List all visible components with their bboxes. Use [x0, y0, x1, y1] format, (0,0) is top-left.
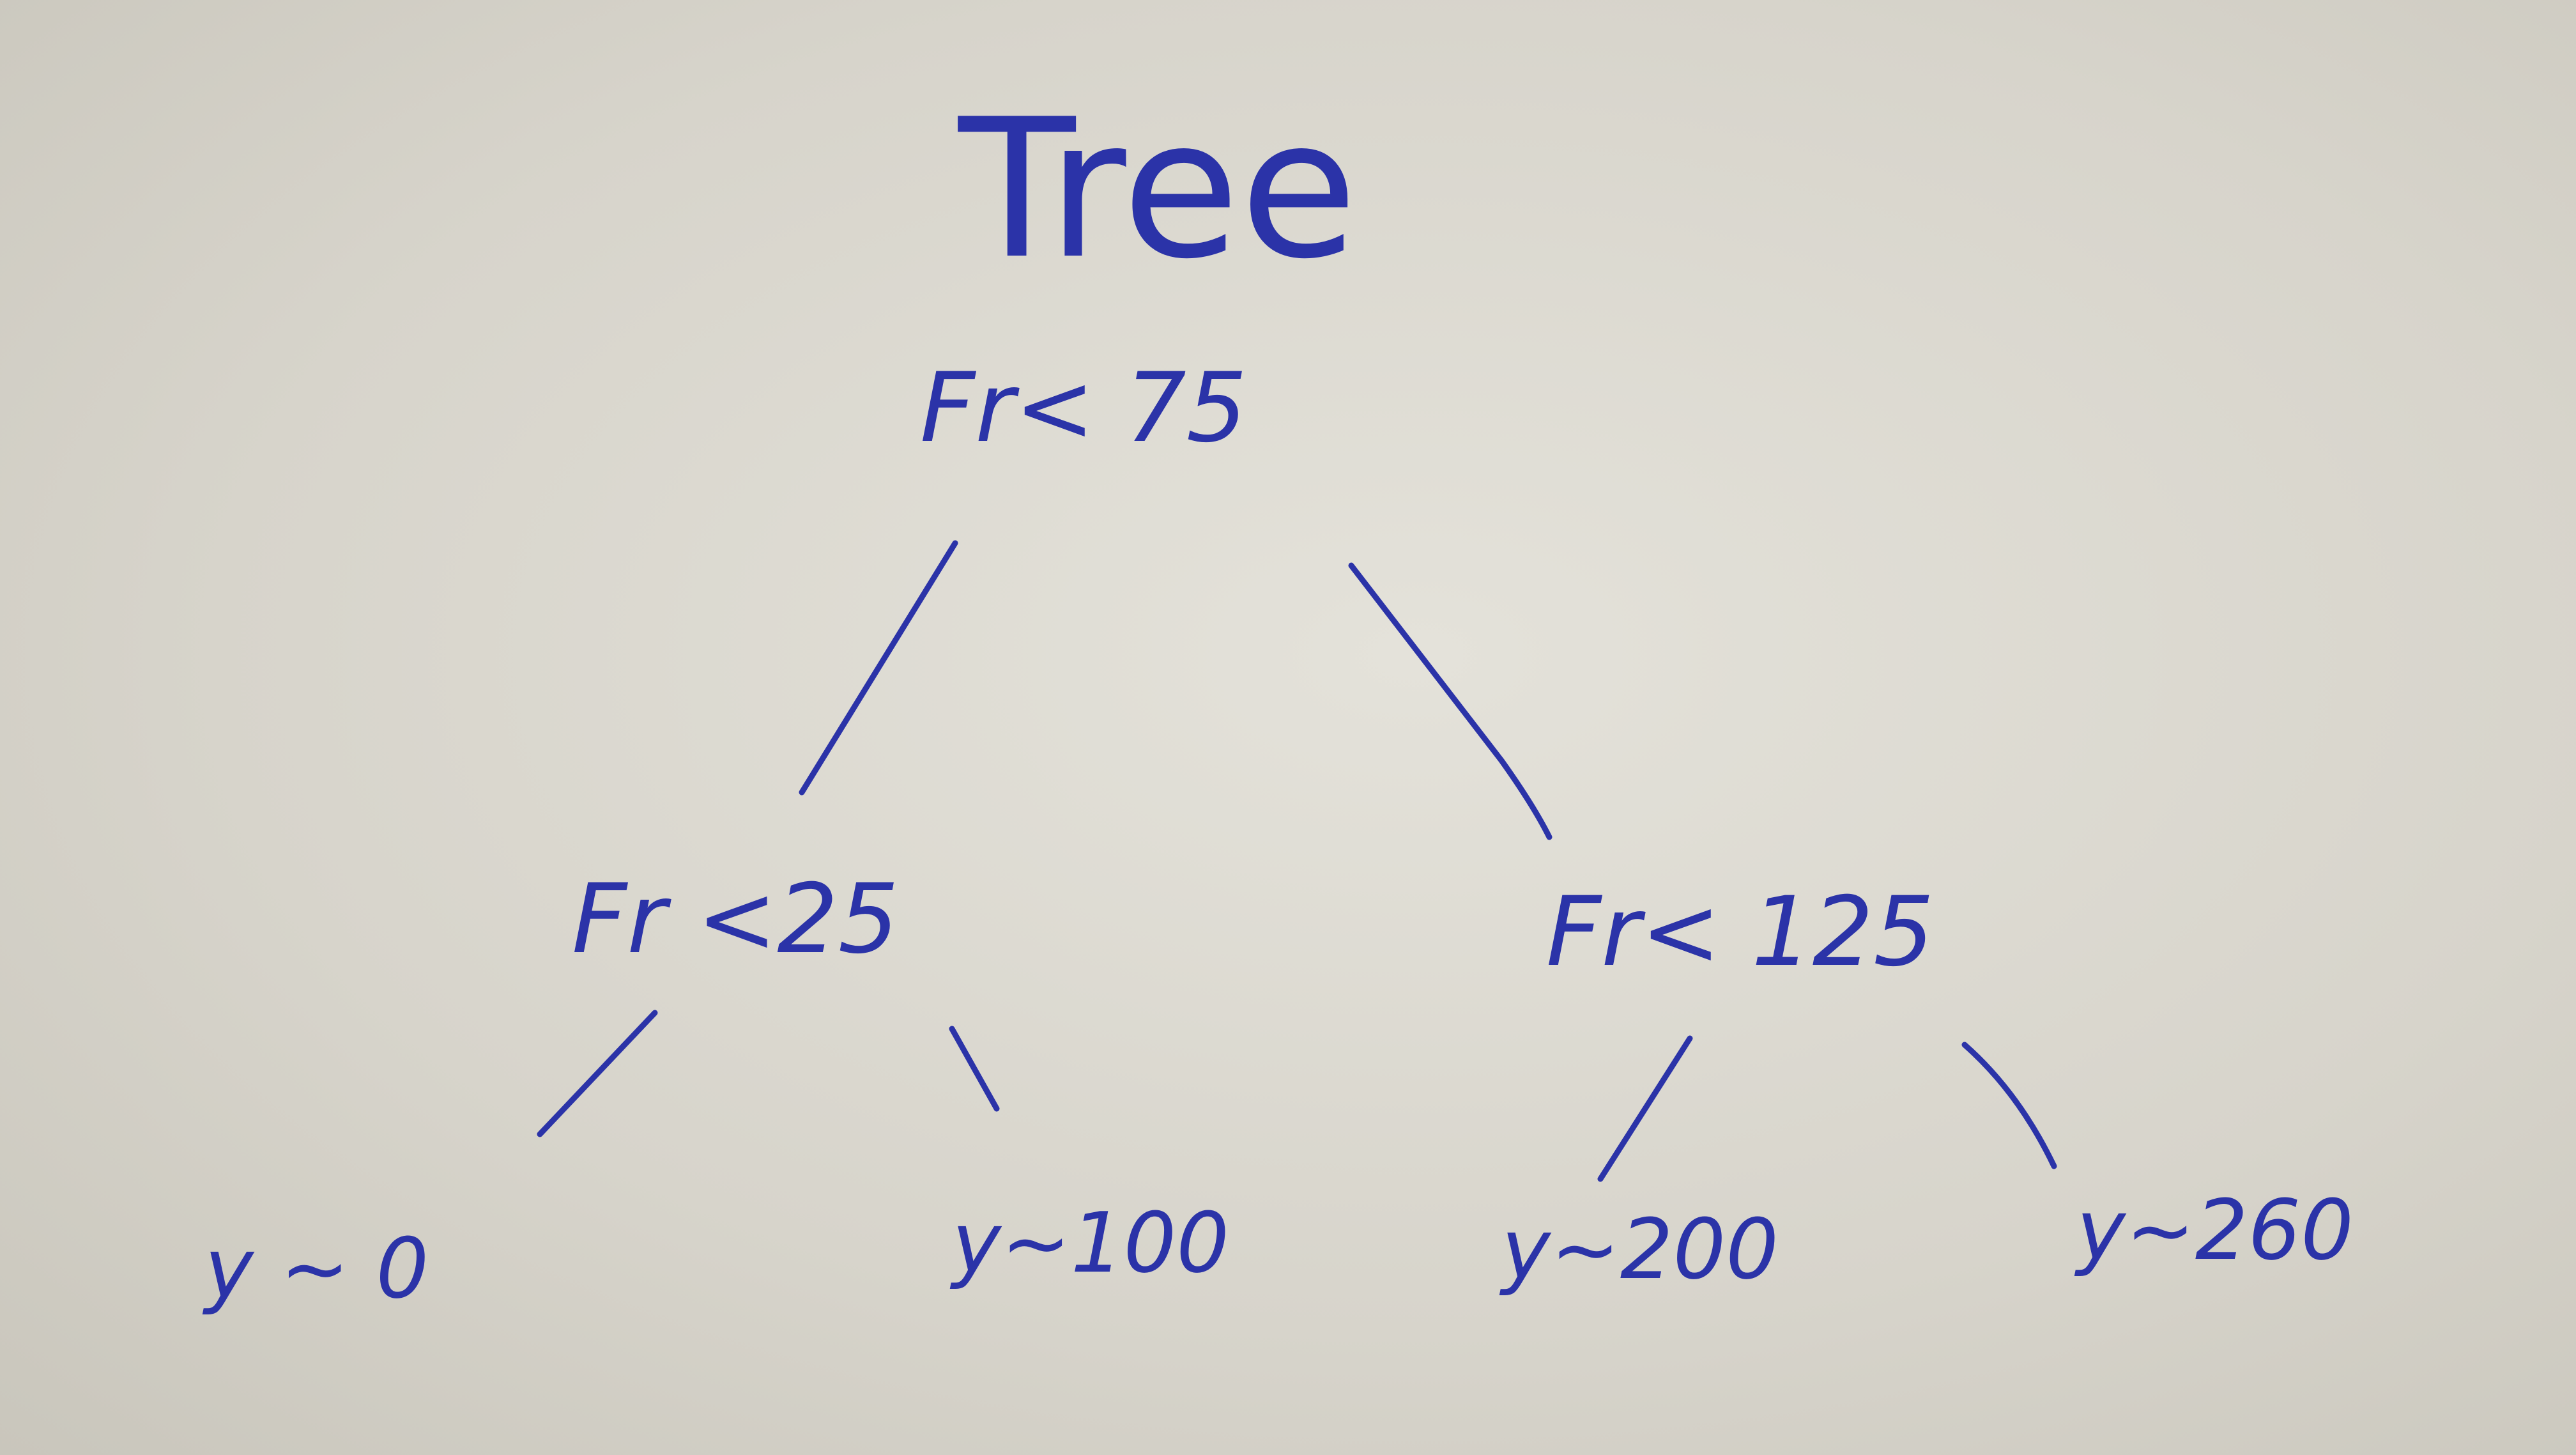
edge-right-to-leaf-260	[1961, 1042, 2057, 1169]
edge-left-to-leaf-0	[537, 1010, 658, 1137]
right-child-node: Fr< 125	[1546, 877, 1935, 988]
leaf-y-200: y~200	[1499, 1201, 1779, 1298]
root-node: Fr< 75	[920, 353, 1247, 464]
edge-right-to-leaf-200	[1597, 1035, 1693, 1182]
leaf-y-0: y ~ 0	[202, 1220, 429, 1317]
left-child-node: Fr <25	[572, 864, 899, 975]
edge-root-right	[1348, 562, 1552, 840]
leaf-y-100: y~100	[949, 1194, 1229, 1291]
leaf-y-260: y~260	[2074, 1182, 2354, 1279]
edge-root-left	[799, 540, 958, 796]
edge-left-to-leaf-100	[949, 1026, 1000, 1112]
diagram-title: Tree	[955, 78, 1358, 301]
